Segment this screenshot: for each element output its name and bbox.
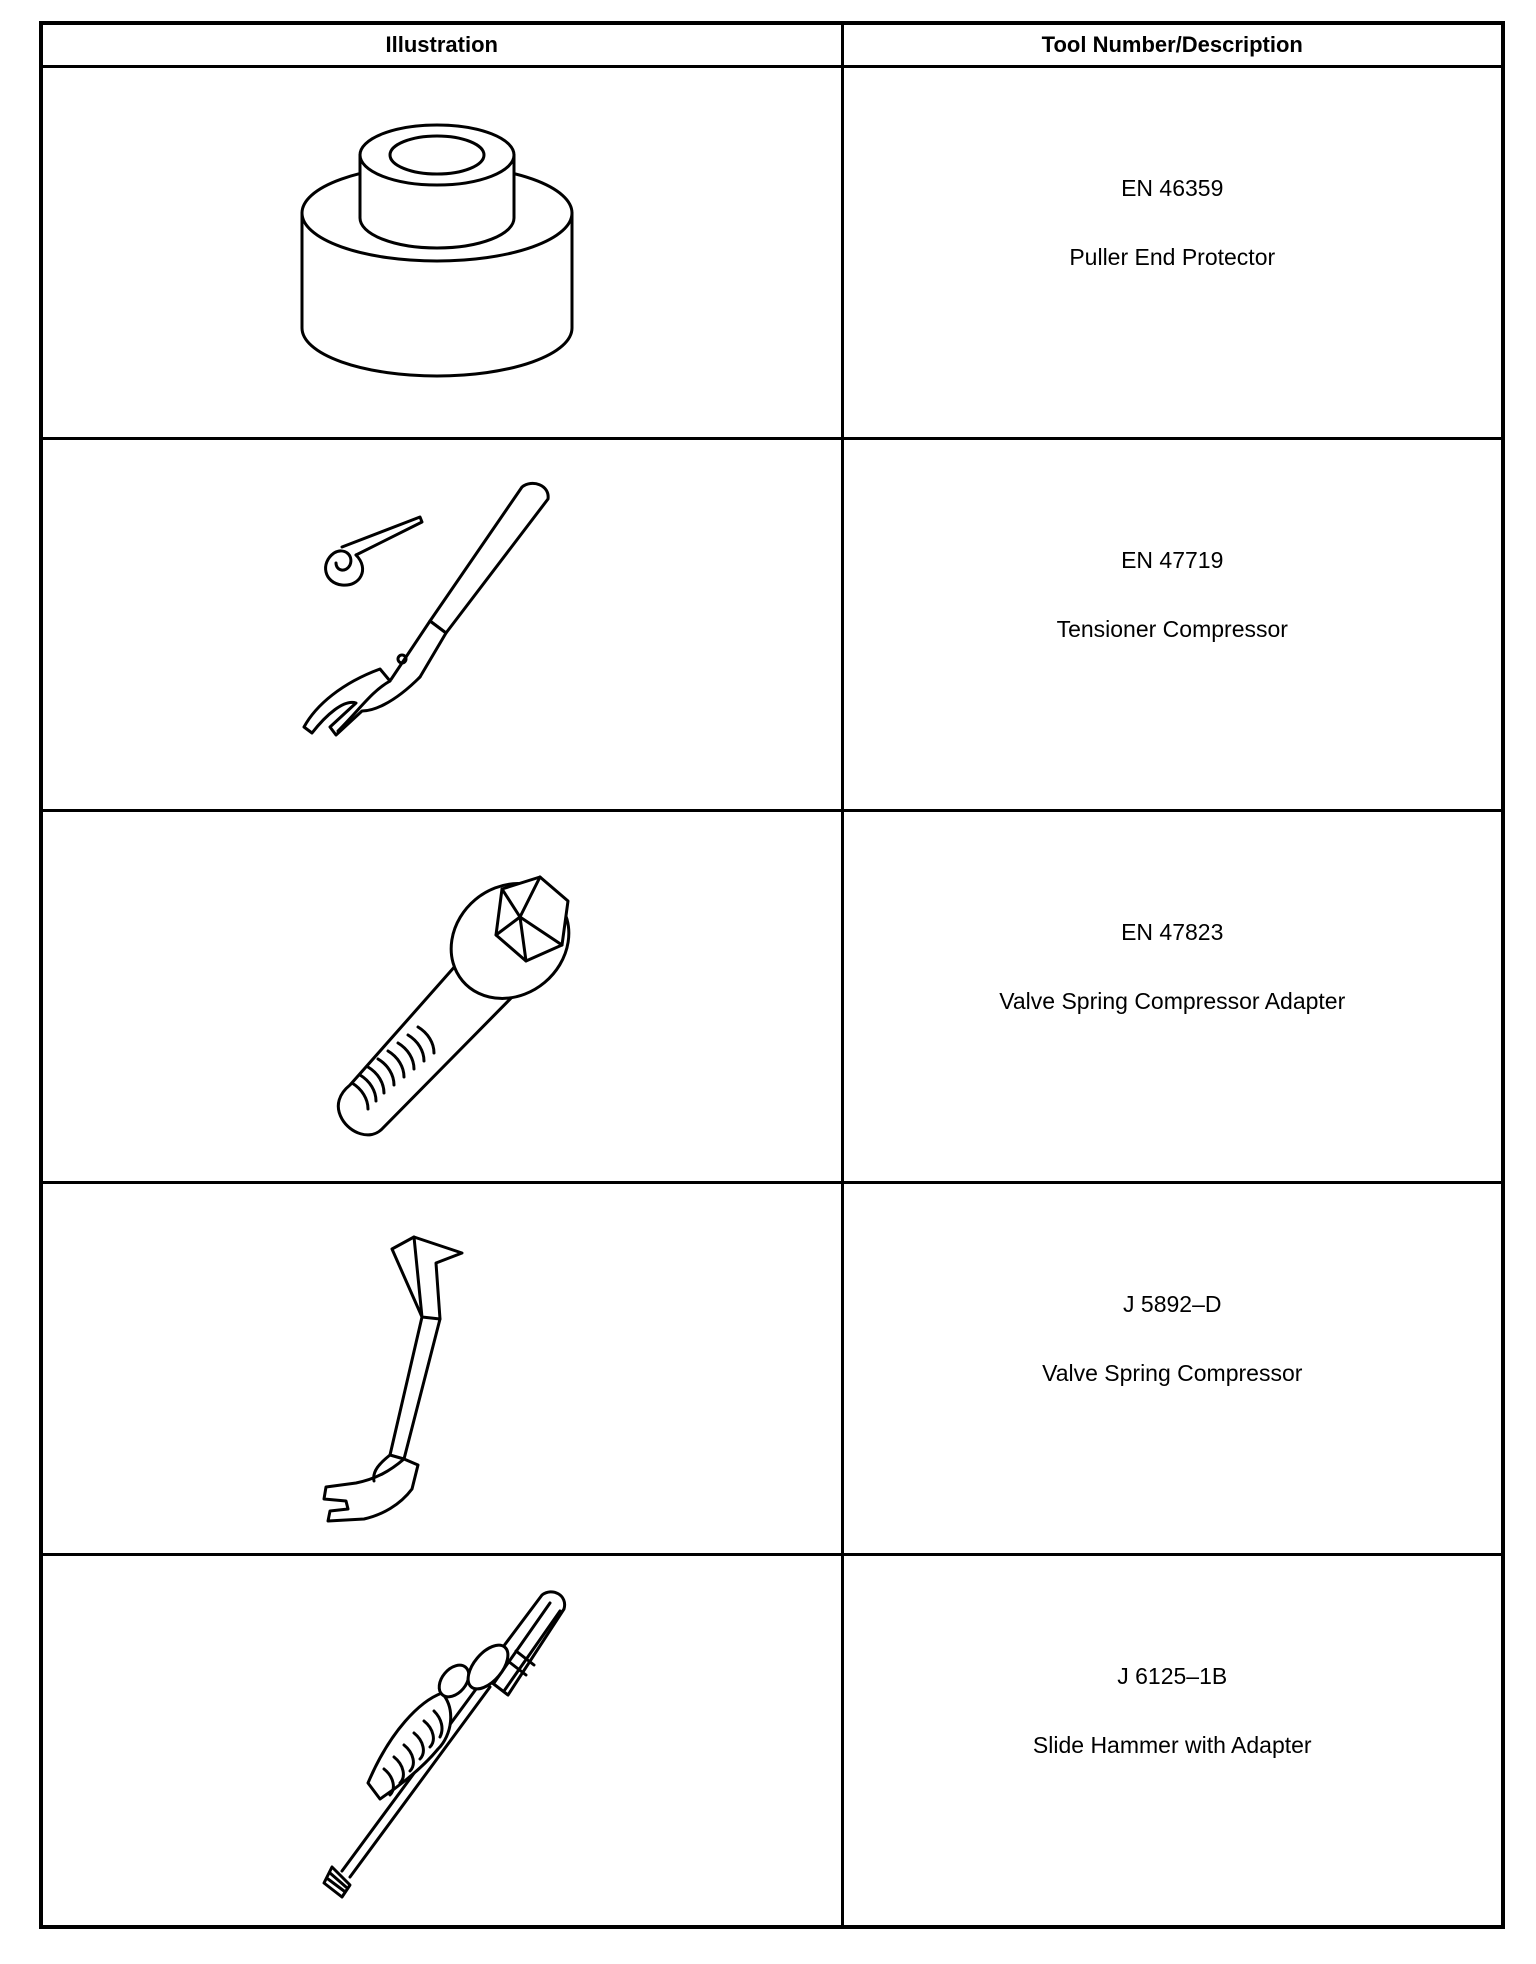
table-row: J 6125–1B Slide Hammer with Adapter xyxy=(39,1553,1505,1929)
tool-table: Illustration Tool Number/Description EN … xyxy=(39,21,1505,1929)
illustration-cell xyxy=(39,1553,844,1929)
table-header-row: Illustration Tool Number/Description xyxy=(39,21,1505,68)
illustration-cell xyxy=(39,437,844,812)
tool-description-cell: EN 47823 Valve Spring Compressor Adapter xyxy=(840,809,1505,1184)
table-row: J 5892–D Valve Spring Compressor xyxy=(39,1181,1505,1556)
slide-hammer-icon xyxy=(322,1589,566,1898)
tool-number: J 6125–1B xyxy=(1117,1662,1228,1689)
tool-number: EN 46359 xyxy=(1121,174,1224,201)
header-illustration: Illustration xyxy=(39,21,844,68)
tool-description-cell: J 6125–1B Slide Hammer with Adapter xyxy=(840,1553,1505,1929)
tool-description-cell: EN 47719 Tensioner Compressor xyxy=(840,437,1505,812)
illustration-cell xyxy=(39,65,844,440)
illustration-cell xyxy=(39,1181,844,1556)
valve-spring-compressor-icon xyxy=(322,1235,464,1522)
tool-number: J 5892–D xyxy=(1123,1290,1222,1317)
header-tool-number-description: Tool Number/Description xyxy=(840,21,1505,68)
illustration-cell xyxy=(39,809,844,1184)
tool-description: Slide Hammer with Adapter xyxy=(1032,1731,1312,1758)
tool-description: Valve Spring Compressor Adapter xyxy=(999,987,1346,1014)
tool-description-cell: J 5892–D Valve Spring Compressor xyxy=(840,1181,1505,1556)
tool-description: Puller End Protector xyxy=(1069,243,1276,270)
table-row: EN 46359 Puller End Protector xyxy=(39,65,1505,440)
tool-description: Valve Spring Compressor xyxy=(1042,1359,1303,1386)
puller-end-protector-icon xyxy=(300,123,574,377)
table-row: EN 47823 Valve Spring Compressor Adapter xyxy=(39,809,1505,1184)
tool-description-cell: EN 46359 Puller End Protector xyxy=(840,65,1505,440)
tool-number: EN 47823 xyxy=(1121,918,1224,945)
tool-number: EN 47719 xyxy=(1121,546,1224,573)
tensioner-compressor-icon xyxy=(302,481,550,736)
valve-spring-compressor-adapter-icon xyxy=(336,875,571,1136)
tool-description: Tensioner Compressor xyxy=(1056,615,1288,642)
table-row: EN 47719 Tensioner Compressor xyxy=(39,437,1505,812)
